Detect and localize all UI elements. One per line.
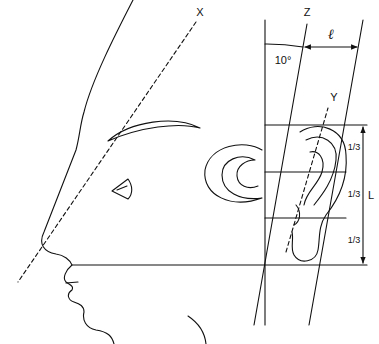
length-arrow	[362, 127, 363, 263]
eye	[112, 179, 132, 199]
proportion-fraction: 1/3	[347, 236, 362, 246]
length-symbol: L	[367, 189, 375, 201]
line-letter: Y	[329, 91, 338, 103]
face-profile	[42, 0, 133, 344]
width-arrow	[305, 46, 357, 47]
ear-axis-line-z	[254, 24, 307, 325]
brow	[108, 121, 200, 141]
line-letter: Z	[303, 6, 312, 18]
third-divider-line	[265, 217, 346, 218]
angle-arc	[265, 44, 303, 47]
jaw-line	[188, 316, 206, 344]
curl-shape	[205, 145, 262, 202]
line-y	[286, 108, 328, 252]
nose-base-line	[72, 264, 367, 265]
eye-lid	[117, 186, 127, 190]
top-third-line	[265, 124, 367, 125]
line-letter: X	[195, 6, 204, 18]
ear-inner-helix	[306, 137, 336, 205]
proportion-fraction: 1/3	[347, 143, 362, 153]
ear-tragus	[294, 205, 300, 225]
ear-antihelix	[304, 152, 323, 205]
mouth-line	[66, 282, 78, 283]
proportion-fraction: 1/3	[347, 190, 362, 200]
line-x	[18, 22, 196, 282]
ear-helix	[292, 127, 346, 261]
angle-value: 10°	[274, 54, 293, 66]
width-symbol: ℓ	[327, 27, 335, 42]
